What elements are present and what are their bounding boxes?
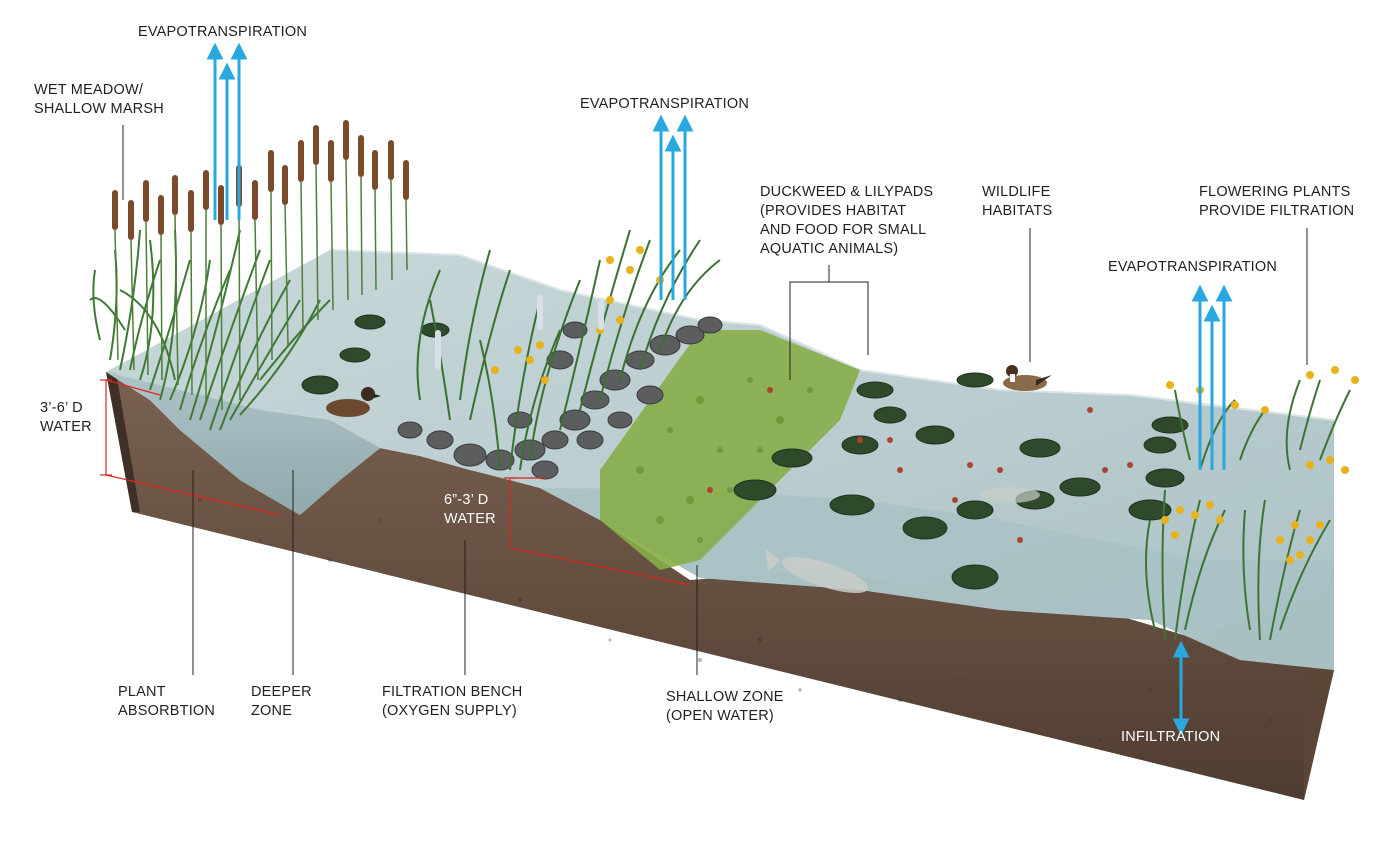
duckweed-label-line-4: AQUATIC ANIMALS) <box>760 241 899 257</box>
flowering-plant-blooms <box>1161 366 1359 564</box>
plant-absorbtion-label: PLANT ABSORBTION <box>118 683 215 721</box>
duckweed-label-line-1: DUCKWEED & LILYPADS <box>760 184 934 200</box>
evapotranspiration-label-left: EVAPOTRANSPIRATION <box>138 24 308 40</box>
filtration-bench-line-2: (OXYGEN SUPPLY) <box>382 703 517 719</box>
soil-texture <box>198 498 1272 762</box>
filtration-bench-line-1: FILTRATION BENCH <box>382 684 523 700</box>
deeper-zone-label: DEEPER ZONE <box>251 683 312 721</box>
wet-meadow-label-line-2: SHALLOW MARSH <box>34 101 164 117</box>
shallow-water-line-1: 6”-3’ D <box>444 492 489 508</box>
duckweed-label-line-3: AND FOOD FOR SMALL <box>760 222 927 238</box>
wildlife-label-line-1: WILDLIFE <box>982 184 1051 200</box>
shallow-zone-label: SHALLOW ZONE (OPEN WATER) <box>666 688 784 726</box>
bench-white-spikes <box>435 295 604 370</box>
flowering-plants <box>1145 379 1351 641</box>
filtration-bench-label: FILTRATION BENCH (OXYGEN SUPPLY) <box>382 683 522 721</box>
deeper-zone-line-1: DEEPER <box>251 684 312 700</box>
duckweed-label-line-2: (PROVIDES HABITAT <box>760 203 907 219</box>
cattail-stems <box>114 159 408 411</box>
plant-absorbtion-line-2: ABSORBTION <box>118 703 216 719</box>
wildlife-label-line-2: HABITATS <box>982 203 1053 219</box>
deeper-zone-line-2: ZONE <box>251 703 293 719</box>
flowering-label-line-2: PROVIDE FILTRATION <box>1199 203 1355 219</box>
deep-water-line-2: WATER <box>40 419 92 435</box>
shallow-pool-section <box>540 488 1334 670</box>
flowering-label-line-1: FLOWERING PLANTS <box>1199 184 1351 200</box>
wildlife-habitats-label: WILDLIFE HABITATS <box>982 183 1052 221</box>
shallow-water-depth-label: 6”-3’ D WATER <box>444 491 496 529</box>
evapotranspiration-label-right: EVAPOTRANSPIRATION <box>1108 259 1278 275</box>
evapotranspiration-arrows <box>206 42 1233 470</box>
bench-plants <box>416 229 721 471</box>
shallow-zone-line-2: (OPEN WATER) <box>666 708 774 724</box>
duckweed-mat <box>600 330 860 570</box>
water-far-edge <box>329 249 1335 421</box>
duck-left <box>326 387 381 417</box>
shallow-zone-line-1: SHALLOW ZONE <box>666 689 784 705</box>
soil-left-edge <box>106 372 140 512</box>
deep-pool-section <box>106 372 380 515</box>
lily-buds <box>707 387 1133 543</box>
flowering-plants-label: FLOWERING PLANTS PROVIDE FILTRATION <box>1199 183 1354 221</box>
deep-water-line-1: 3’-6’ D <box>40 400 83 416</box>
wet-meadow-label: WET MEADOW/ SHALLOW MARSH <box>34 81 164 119</box>
duck-right <box>1003 365 1052 391</box>
infiltration-label: INFILTRATION <box>1121 729 1221 745</box>
plant-absorbtion-line-1: PLANT <box>118 684 166 700</box>
shallow-water-line-2: WATER <box>444 511 496 527</box>
lilypads <box>301 314 1189 590</box>
infiltration-arrow <box>1172 640 1190 736</box>
deep-water-depth-label: 3’-6’ D WATER <box>40 399 92 437</box>
fish <box>765 487 1040 593</box>
wet-meadow-label-line-1: WET MEADOW/ <box>34 82 144 98</box>
cattails <box>112 120 409 240</box>
duckweed-label: DUCKWEED & LILYPADS (PROVIDES HABITAT AN… <box>760 183 933 259</box>
soil-front-face <box>106 372 1334 800</box>
evapotranspiration-label-mid: EVAPOTRANSPIRATION <box>580 96 750 112</box>
leader-lines <box>122 125 1308 675</box>
